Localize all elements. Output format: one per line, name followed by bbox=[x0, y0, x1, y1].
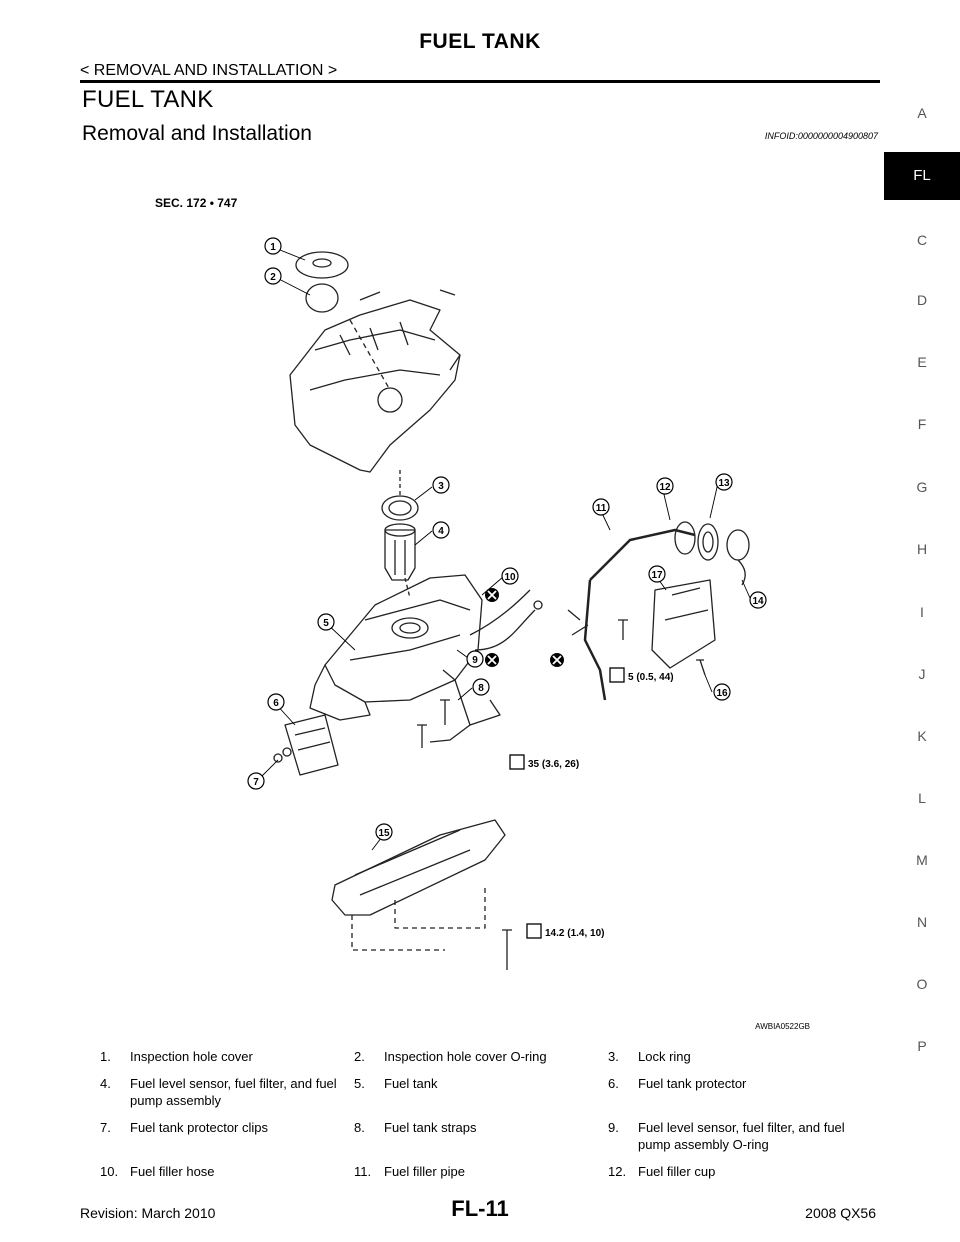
callout-15: 15 bbox=[378, 828, 390, 839]
callout-11: 11 bbox=[596, 503, 607, 514]
legend-item: 8. Fuel tank straps bbox=[354, 1119, 608, 1153]
callout-5: 5 bbox=[323, 618, 329, 629]
legend-num: 3. bbox=[608, 1049, 619, 1064]
torque-spec-2: 35 (3.6, 26) bbox=[528, 759, 579, 770]
side-index-letter[interactable]: F bbox=[917, 416, 927, 432]
side-index-letter[interactable]: J bbox=[918, 666, 926, 682]
side-index-letter[interactable]: L bbox=[918, 790, 926, 806]
legend-item: 2. Inspection hole cover O-ring bbox=[354, 1048, 608, 1065]
sec-label: SEC. 172 • 747 bbox=[155, 196, 238, 210]
legend-text: Fuel filler hose bbox=[130, 1164, 215, 1179]
legend-num: 12. bbox=[608, 1164, 627, 1179]
side-index-letter[interactable]: M bbox=[916, 852, 928, 868]
footer-revision: Revision: March 2010 bbox=[80, 1205, 216, 1221]
callout-3: 3 bbox=[438, 481, 444, 492]
legend-item: 3. Lock ring bbox=[608, 1048, 880, 1065]
legend-text: Fuel filler pipe bbox=[384, 1164, 465, 1179]
legend-text: Fuel tank bbox=[384, 1076, 438, 1091]
side-index-letter[interactable]: E bbox=[917, 354, 927, 370]
callout-2: 2 bbox=[270, 272, 276, 283]
callout-7: 7 bbox=[253, 777, 259, 788]
side-index-letter[interactable]: A bbox=[917, 105, 927, 121]
legend-num: 8. bbox=[354, 1120, 365, 1135]
callout-17: 17 bbox=[651, 570, 663, 581]
callout-13: 13 bbox=[718, 478, 730, 489]
legend-text: Fuel tank protector clips bbox=[130, 1120, 269, 1135]
info-id: INFOID:0000000004900807 bbox=[764, 131, 878, 141]
side-index-letter[interactable]: K bbox=[917, 728, 927, 744]
callout-14: 14 bbox=[752, 596, 764, 607]
breadcrumb: < REMOVAL AND INSTALLATION > bbox=[80, 62, 338, 79]
side-index-letter[interactable]: P bbox=[917, 1038, 927, 1054]
page-title: FUEL TANK bbox=[419, 30, 541, 53]
legend-text: Lock ring bbox=[638, 1049, 691, 1064]
legend-num: 6. bbox=[608, 1076, 619, 1091]
legend-text: Fuel level sensor, fuel filter, and fuel… bbox=[638, 1120, 845, 1152]
legend-text: Inspection hole cover bbox=[130, 1049, 253, 1064]
figure-id: AWBIA0522GB bbox=[755, 1022, 810, 1031]
legend-item: 12. Fuel filler cup bbox=[608, 1163, 880, 1180]
legend-num: 10. bbox=[100, 1164, 119, 1179]
legend-item: 9. Fuel level sensor, fuel filter, and fu… bbox=[608, 1119, 880, 1153]
side-index-letter[interactable]: G bbox=[916, 479, 928, 495]
footer-model: 2008 QX56 bbox=[805, 1205, 876, 1221]
legend-row: 4. Fuel level sensor, fuel filter, and fu… bbox=[100, 1075, 880, 1109]
side-index-letter[interactable]: O bbox=[916, 976, 928, 992]
legend-num: 5. bbox=[354, 1076, 365, 1091]
torque-spec-3: 14.2 (1.4, 10) bbox=[545, 928, 604, 939]
callout-10: 10 bbox=[504, 572, 516, 583]
side-index-letter[interactable]: N bbox=[916, 914, 928, 930]
side-index-letter[interactable]: C bbox=[916, 232, 928, 248]
legend-num: 1. bbox=[100, 1049, 111, 1064]
callout-9: 9 bbox=[472, 655, 478, 666]
side-index-letter[interactable]: I bbox=[920, 604, 924, 620]
legend-num: 2. bbox=[354, 1049, 365, 1064]
legend-num: 9. bbox=[608, 1120, 619, 1135]
section-title: FUEL TANK bbox=[82, 86, 214, 113]
side-index: A FL C D E F G H I J K L M N O P bbox=[884, 0, 960, 1242]
callout-4: 4 bbox=[438, 526, 444, 537]
legend-text: Fuel level sensor, fuel filter, and fuel… bbox=[130, 1076, 337, 1108]
callout-6: 6 bbox=[273, 698, 279, 709]
side-index-letter-active[interactable]: FL bbox=[884, 152, 960, 200]
diagram-svg: 1 2 3 4 5 6 7 8 9 10 11 12 13 14 15 16 1… bbox=[155, 196, 810, 1031]
legend-text: Fuel tank straps bbox=[384, 1120, 477, 1135]
legend-num: 7. bbox=[100, 1120, 111, 1135]
legend-item: 1. Inspection hole cover bbox=[100, 1048, 354, 1065]
torque-spec-1: 5 (0.5, 44) bbox=[628, 672, 674, 683]
legend-item: 7. Fuel tank protector clips bbox=[100, 1119, 354, 1153]
legend-text: Fuel tank protector bbox=[638, 1076, 747, 1091]
legend-text: Fuel filler cup bbox=[638, 1164, 716, 1179]
callout-1: 1 bbox=[270, 242, 276, 253]
legend-item: 4. Fuel level sensor, fuel filter, and fu… bbox=[100, 1075, 354, 1109]
callout-16: 16 bbox=[716, 688, 728, 699]
footer-page-number: FL-11 bbox=[451, 1196, 509, 1221]
legend-text: Inspection hole cover O-ring bbox=[384, 1049, 547, 1064]
legend-item: 5. Fuel tank bbox=[354, 1075, 608, 1109]
side-index-letter[interactable]: H bbox=[916, 541, 928, 557]
exploded-diagram: 1 2 3 4 5 6 7 8 9 10 11 12 13 14 15 16 1… bbox=[110, 180, 840, 1040]
callout-12: 12 bbox=[659, 482, 671, 493]
header-rule bbox=[80, 80, 880, 83]
callout-8: 8 bbox=[478, 683, 484, 694]
legend-row: 7. Fuel tank protector clips 8. Fuel tank … bbox=[100, 1119, 880, 1153]
subsection-title: Removal and Installation bbox=[82, 122, 312, 145]
side-index-letter[interactable]: D bbox=[916, 292, 928, 308]
parts-legend: 1. Inspection hole cover 2. Inspection hol… bbox=[100, 1048, 880, 1190]
legend-item: 10. Fuel filler hose bbox=[100, 1163, 354, 1180]
legend-item: 11. Fuel filler pipe bbox=[354, 1163, 608, 1180]
legend-num: 4. bbox=[100, 1076, 111, 1091]
legend-item: 6. Fuel tank protector bbox=[608, 1075, 880, 1109]
legend-num: 11. bbox=[354, 1164, 372, 1179]
legend-row: 1. Inspection hole cover 2. Inspection hol… bbox=[100, 1048, 880, 1065]
legend-row: 10.Fuel filler hose 11.Fuel filler pipe … bbox=[100, 1163, 880, 1180]
